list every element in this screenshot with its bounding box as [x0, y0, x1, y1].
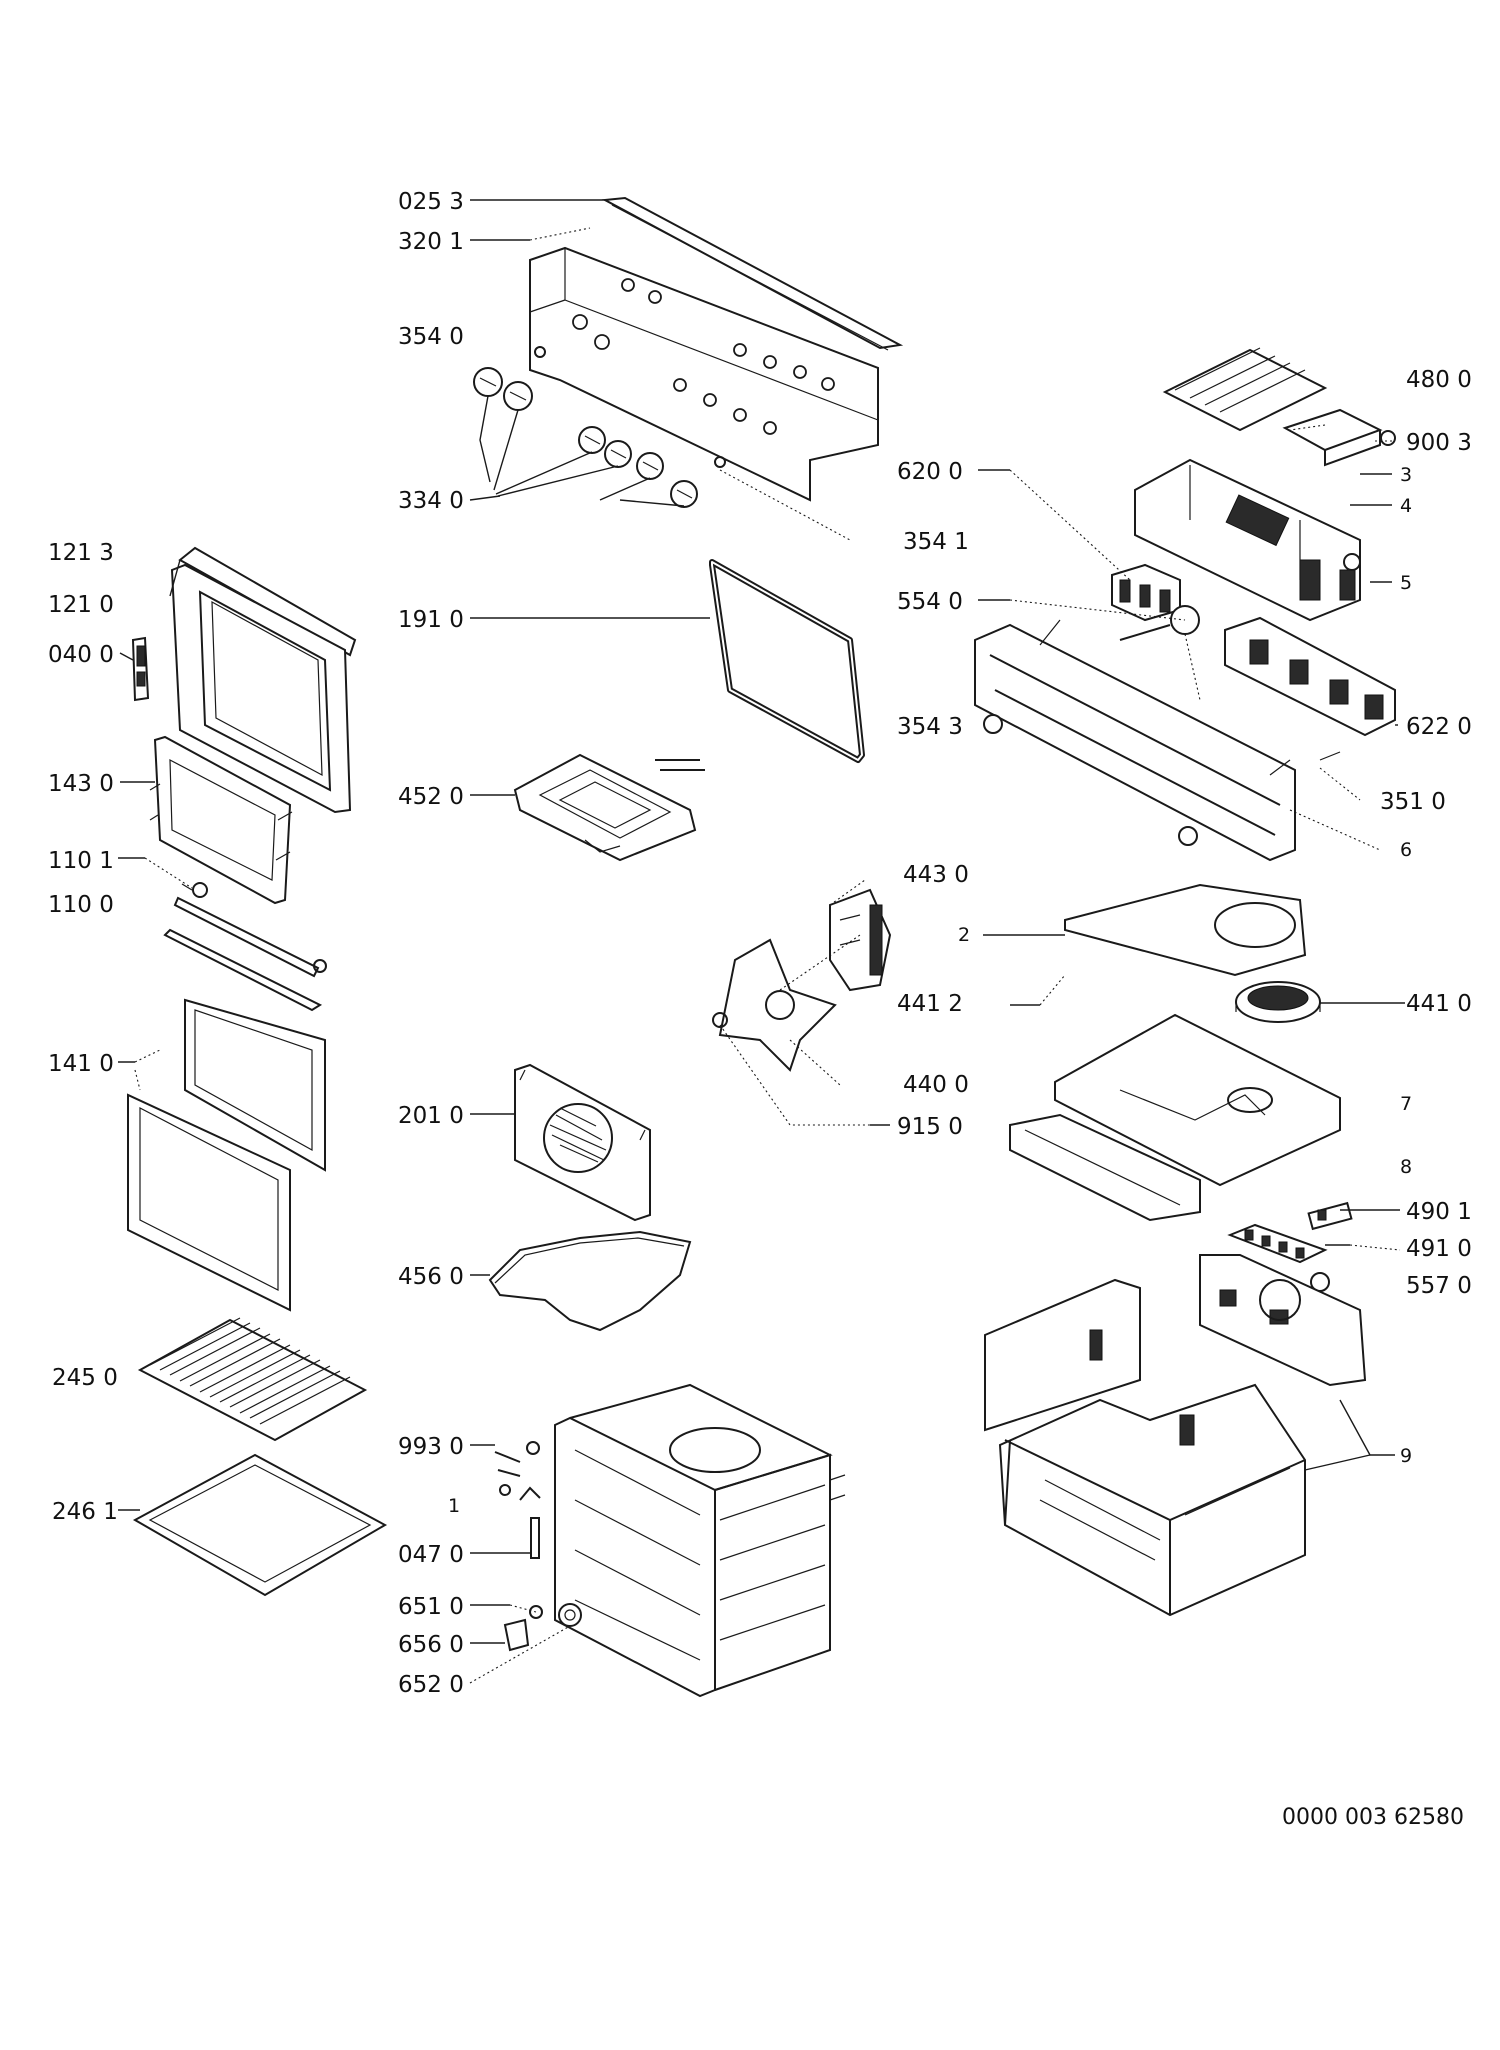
label-915-0: 915 0 [897, 1114, 963, 1140]
control-panel [529, 246, 879, 502]
door-gasket [709, 559, 865, 763]
label-441-0: 441 0 [1406, 991, 1472, 1017]
label-557-0: 557 0 [1406, 1273, 1472, 1299]
label-652-0: 652 0 [398, 1672, 464, 1698]
door-glass-panels [127, 998, 326, 1312]
baking-tray [132, 1453, 388, 1597]
label-354-1: 354 1 [903, 529, 969, 555]
switch-module-900 [1282, 408, 1396, 467]
label-121-0: 121 0 [48, 592, 114, 618]
convection-fan-motor [829, 888, 892, 992]
mains-terminal-491 [1227, 1223, 1328, 1264]
label-651-0: 651 0 [398, 1594, 464, 1620]
front-panel-frame-6 [974, 619, 1341, 862]
label-456-0: 456 0 [398, 1264, 464, 1290]
label-2: 2 [958, 924, 970, 946]
fan-heater-ring-441 [1235, 981, 1321, 1023]
circular-heating-element [488, 1230, 692, 1332]
part-labels: 025 3 320 1 354 0 334 0 354 1 121 3 121 … [48, 189, 1472, 1698]
terminal-strip-480 [1162, 347, 1328, 432]
label-7: 7 [1400, 1093, 1412, 1115]
door-frame [170, 546, 357, 814]
label-121-3: 121 3 [48, 540, 114, 566]
label-554-0: 554 0 [897, 589, 963, 615]
label-110-1: 110 1 [48, 848, 114, 874]
label-622-0: 622 0 [1406, 714, 1472, 740]
label-993-0: 993 0 [398, 1434, 464, 1460]
label-320-1: 320 1 [398, 229, 464, 255]
label-5: 5 [1400, 572, 1412, 594]
label-110-0: 110 0 [48, 892, 114, 918]
label-656-0: 656 0 [398, 1632, 464, 1658]
label-900-3: 900 3 [1406, 430, 1472, 456]
top-heating-element [513, 753, 705, 862]
latch-parts [494, 1441, 541, 1559]
label-191-0: 191 0 [398, 607, 464, 633]
inner-door-frame [149, 735, 293, 905]
rear-cover-plate-2 [1064, 883, 1307, 977]
label-354-0: 354 0 [398, 324, 464, 350]
outer-housing-9 [984, 1254, 1367, 1617]
label-443-0: 443 0 [903, 862, 969, 888]
label-490-1: 490 1 [1406, 1199, 1472, 1225]
bottom-cover-8 [1009, 1113, 1201, 1222]
label-141-0: 141 0 [48, 1051, 114, 1077]
label-354-3: 354 3 [897, 714, 963, 740]
label-047-0: 047 0 [398, 1542, 464, 1568]
rear-fan-panel [514, 1063, 651, 1222]
label-441-2: 441 2 [897, 991, 963, 1017]
oven-cavity [554, 1383, 846, 1698]
drawing-reference-number: 0000 003 62580 [1282, 1805, 1464, 1830]
label-246-1: 246 1 [52, 1499, 118, 1525]
label-040-0: 040 0 [48, 642, 114, 668]
label-201-0: 201 0 [398, 1103, 464, 1129]
door-handle-bracket [181, 882, 208, 898]
insulation-plate-7 [1054, 1013, 1341, 1187]
label-9: 9 [1400, 1445, 1412, 1467]
label-452-0: 452 0 [398, 784, 464, 810]
terminal-block-620 [1111, 563, 1181, 622]
label-480-0: 480 0 [1406, 367, 1472, 393]
label-4: 4 [1400, 495, 1412, 517]
control-panel-trim-strip [601, 196, 904, 351]
label-1: 1 [448, 1495, 460, 1517]
oven-grid-rack [137, 1317, 368, 1442]
thermostat-knob [503, 1603, 582, 1652]
label-6: 6 [1400, 839, 1412, 861]
control-board-housing [1134, 458, 1361, 622]
label-3: 3 [1400, 464, 1412, 486]
label-351-0: 351 0 [1380, 789, 1446, 815]
leader-lines [118, 199, 1405, 1684]
connector-490 [1307, 1201, 1353, 1231]
label-491-0: 491 0 [1406, 1236, 1472, 1262]
switch-bank-622 [1224, 616, 1396, 737]
label-8: 8 [1400, 1156, 1412, 1178]
label-245-0: 245 0 [52, 1365, 118, 1391]
control-knobs [473, 346, 726, 508]
door-hinge [131, 636, 150, 702]
label-440-0: 440 0 [903, 1072, 969, 1098]
label-025-3: 025 3 [398, 189, 464, 215]
fan-blade [712, 938, 837, 1072]
label-143-0: 143 0 [48, 771, 114, 797]
label-620-0: 620 0 [897, 459, 963, 485]
door-handle [163, 896, 327, 1012]
label-334-0: 334 0 [398, 488, 464, 514]
